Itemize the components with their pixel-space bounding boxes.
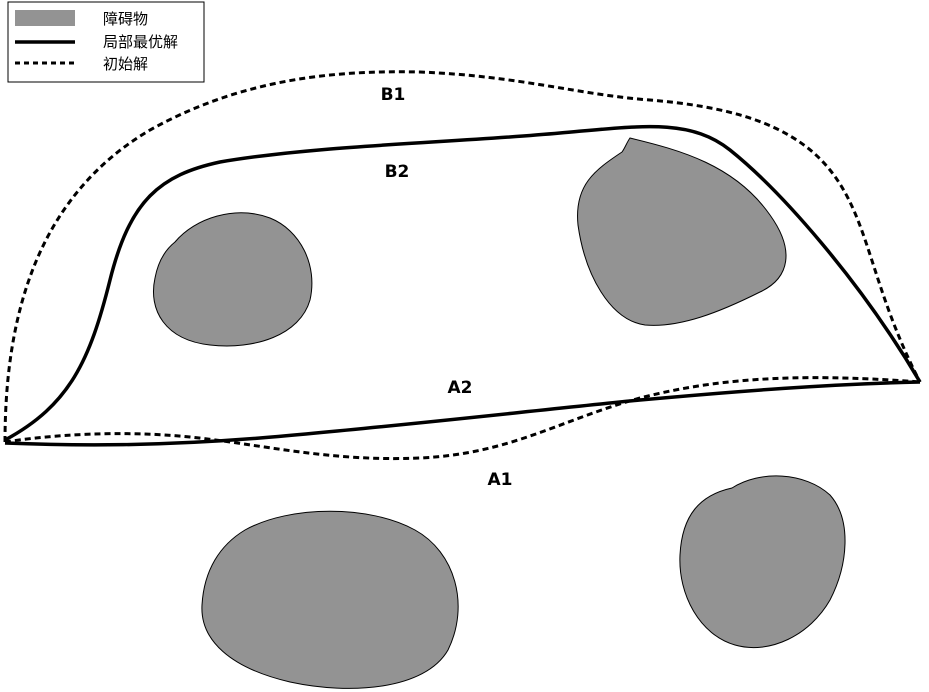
initial-paths (3, 70, 922, 461)
path-b2 (4, 124, 922, 442)
legend: 障碍物 局部最优解 初始解 (7, 1, 205, 83)
legend-obstacle-swatch (15, 10, 75, 26)
legend-obstacle-label: 障碍物 (103, 10, 148, 28)
path-a1 (4, 376, 921, 461)
path-a2 (4, 380, 921, 447)
label-a2: A2 (448, 378, 473, 398)
legend-local-optimum-label: 局部最优解 (103, 33, 178, 51)
obstacle-top-right (577, 137, 787, 326)
obstacles (153, 137, 846, 689)
obstacle-bottom-left (201, 510, 459, 689)
path-b1 (3, 70, 922, 443)
obstacle-top-left (153, 212, 313, 347)
label-a1: A1 (488, 470, 513, 490)
legend-initial-label: 初始解 (103, 55, 148, 73)
label-b2: B2 (385, 162, 410, 182)
obstacle-bottom-right (679, 475, 846, 649)
label-b1: B1 (381, 85, 406, 105)
local-optimum-paths (4, 124, 922, 447)
